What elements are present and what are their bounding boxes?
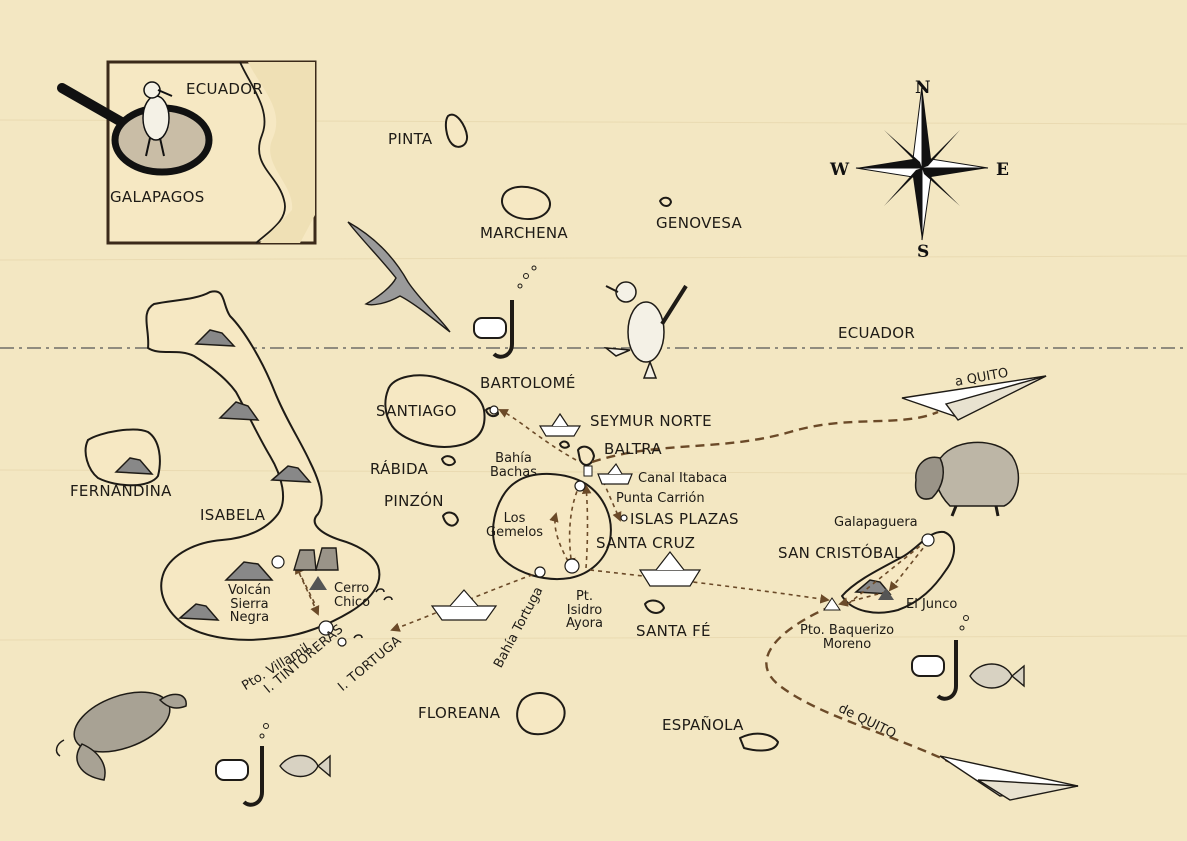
place-label-los-gemelos: Los Gemelos bbox=[486, 511, 544, 540]
boots-icon bbox=[293, 547, 339, 571]
compass-north: N bbox=[915, 78, 931, 98]
tropical-fish-icon bbox=[279, 663, 1025, 778]
compass-south: S bbox=[917, 242, 930, 262]
island-label-plazas: ISLAS PLAZAS bbox=[630, 510, 739, 528]
place-label-pt-ayora: Pt. Isidro Ayora bbox=[566, 589, 603, 632]
island-genovesa bbox=[659, 196, 672, 207]
booby-bird-icon bbox=[603, 281, 688, 379]
island-label-pinzon: PINZÓN bbox=[384, 492, 444, 510]
island-label-fernandina: FERNANDINA bbox=[70, 482, 172, 500]
booby-bird-icon bbox=[142, 81, 173, 157]
place-label-punta-carrion: Punta Carrión bbox=[616, 491, 705, 506]
island-label-bartolome: BARTOLOMÉ bbox=[480, 374, 576, 392]
island-santa-fe bbox=[644, 599, 665, 614]
island-label-san-cristobal: SAN CRISTÓBAL bbox=[778, 544, 903, 562]
island-label-marchena: MARCHENA bbox=[480, 224, 568, 242]
island-fernandina bbox=[84, 428, 161, 487]
sea-turtle-icon bbox=[55, 691, 187, 781]
inset-islands-label: GALAPAGOS bbox=[110, 188, 205, 206]
island-label-santa-cruz: SANTA CRUZ bbox=[596, 534, 696, 552]
island-label-isabela: ISABELA bbox=[200, 506, 266, 524]
boat-icon bbox=[430, 412, 702, 621]
compass-east: E bbox=[996, 160, 1009, 180]
equator-label: ECUADOR bbox=[838, 324, 916, 342]
island-label-espanola: ESPAÑOLA bbox=[662, 716, 744, 734]
island-label-santiago: SANTIAGO bbox=[376, 402, 457, 420]
place-label-pto-baquerizo: Pto. Baquerizo Moreno bbox=[800, 623, 895, 652]
flight-route-from-quito bbox=[765, 604, 951, 764]
island-floreana bbox=[516, 692, 566, 736]
inset-country-label: ECUADOR bbox=[186, 80, 264, 98]
tortoise-icon bbox=[914, 441, 1020, 517]
tour-routes bbox=[295, 409, 932, 632]
volcano-icon bbox=[114, 329, 892, 621]
island-pinta bbox=[444, 113, 469, 148]
island-label-rabida: RÁBIDA bbox=[370, 460, 429, 478]
bubbles-icon bbox=[259, 265, 969, 739]
island-label-seymur: SEYMUR NORTE bbox=[590, 412, 712, 430]
island-espanola bbox=[739, 732, 779, 752]
place-label-bahia-bachas: Bahía Bachas bbox=[490, 451, 538, 480]
island-label-pinta: PINTA bbox=[388, 130, 433, 148]
snorkel-mask-icon bbox=[215, 300, 958, 807]
inset-map bbox=[57, 60, 317, 245]
place-label-volcan: Volcán Sierra Negra bbox=[228, 583, 271, 626]
island-marchena bbox=[500, 185, 551, 221]
compass-west: W bbox=[830, 160, 850, 180]
island-label-santa-fe: SANTA FÉ bbox=[636, 622, 711, 640]
frigatebird-icon bbox=[347, 221, 451, 333]
island-label-genovesa: GENOVESA bbox=[656, 214, 743, 232]
island-seymur bbox=[559, 440, 570, 449]
island-rabida bbox=[441, 455, 456, 467]
flight-route-to-quito bbox=[591, 410, 939, 464]
island-label-baltra: BALTRA bbox=[604, 440, 662, 458]
place-label-canal-itabaca: Canal Itabaca bbox=[638, 471, 728, 486]
island-baltra bbox=[577, 445, 595, 466]
paper-plane-icon bbox=[901, 375, 1079, 801]
island-santiago bbox=[384, 374, 486, 448]
place-label-galapaguera: Galapaguera bbox=[834, 515, 918, 530]
island-pinzon bbox=[442, 511, 459, 527]
place-label-cerro-chico: Cerro Chico bbox=[334, 581, 371, 610]
place-label-el-junco: El Junco bbox=[906, 597, 958, 612]
compass-rose-icon bbox=[855, 85, 989, 241]
island-label-floreana: FLOREANA bbox=[418, 704, 501, 722]
